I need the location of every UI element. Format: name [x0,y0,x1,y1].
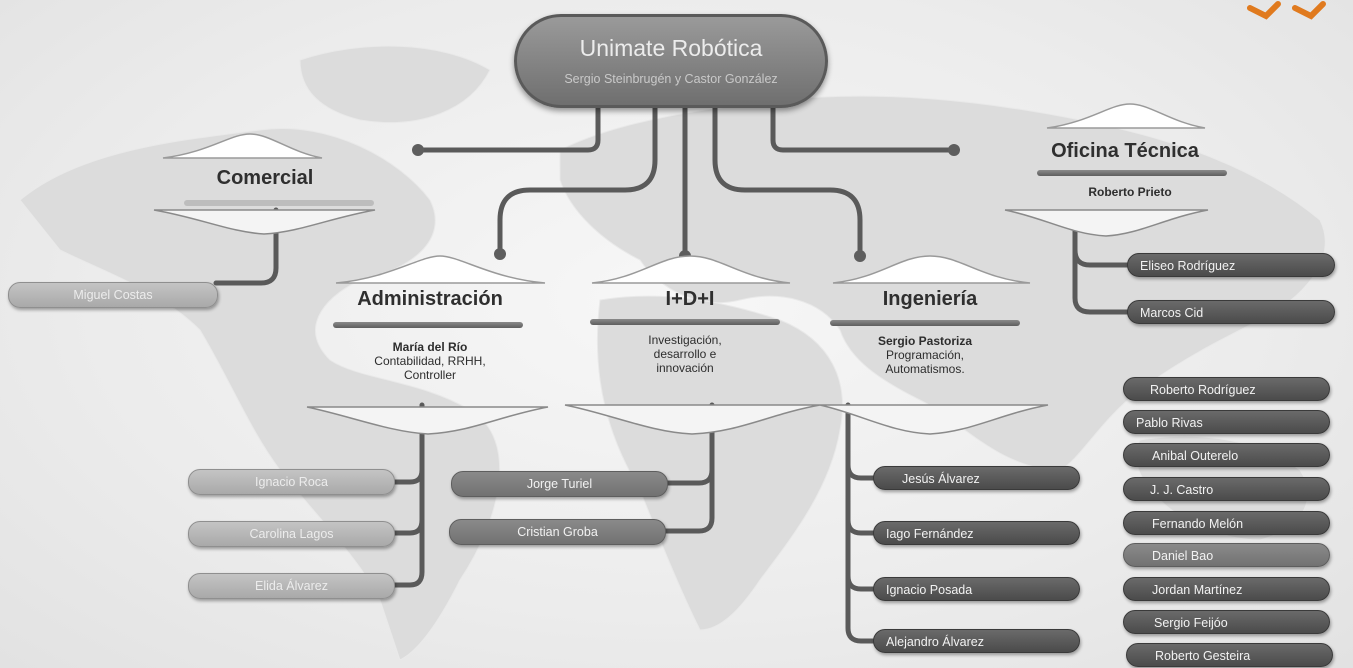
dept-administracion-title: Administración [357,288,503,310]
person-tecnico-8[interactable]: Sergio Feijóo [1123,610,1330,634]
person-tecnico-3[interactable]: Anibal Outerelo [1123,443,1330,467]
person-tecnico-9[interactable]: Roberto Gesteira [1126,643,1333,667]
person-tecnico-5[interactable]: Fernando Melón [1123,511,1330,535]
dept-ingenieria-bar [830,320,1020,326]
company-owners: Sergio Steinbrugén y Castor González [564,72,778,86]
department-bases [153,209,1209,435]
person-ingenieria-2[interactable]: Iago Fernández [873,521,1080,545]
person-administracion-2[interactable]: Carolina Lagos [188,521,395,547]
person-ingenieria-3[interactable]: Ignacio Posada [873,577,1080,601]
person-tecnico-6[interactable]: Daniel Bao [1123,543,1330,567]
dept-oficina-bar [1037,170,1227,176]
department-decorations [162,103,1206,284]
dept-comercial-title: Comercial [216,167,314,189]
dept-idi-desc: Investigación, desarrollo e innovación [648,333,722,375]
dept-comercial-bar [184,200,374,206]
dept-administracion-desc: María del Río Contabilidad, RRHH, Contro… [374,340,486,382]
person-tecnico-2[interactable]: Pablo Rivas [1123,410,1330,434]
connectors [213,105,1130,644]
person-administracion-1[interactable]: Ignacio Roca [188,469,395,495]
dept-ingenieria-title: Ingeniería [882,288,978,310]
person-tecnico-4[interactable]: J. J. Castro [1123,477,1330,501]
person-comercial-1[interactable]: Miguel Costas [8,282,218,308]
company-title: Unimate Robótica [579,35,763,61]
dept-idi-bar [590,319,780,325]
person-idi-2[interactable]: Cristian Groba [449,519,666,545]
person-administracion-3[interactable]: Elida Álvarez [188,573,395,599]
dept-oficina-lead: Roberto Prieto [1088,185,1172,199]
person-tecnico-1[interactable]: Roberto Rodríguez [1123,377,1330,401]
person-ingenieria-1[interactable]: Jesús Álvarez [873,466,1080,490]
person-idi-1[interactable]: Jorge Turiel [451,471,668,497]
person-tecnico-7[interactable]: Jordan Martínez [1123,577,1330,601]
person-oficina-1[interactable]: Eliseo Rodríguez [1127,253,1335,277]
person-ingenieria-4[interactable]: Alejandro Álvarez [873,629,1080,653]
dept-oficina-title: Oficina Técnica [1051,140,1199,162]
dept-idi-title: I+D+I [665,288,715,310]
corner-accent-icon [1247,1,1326,20]
dept-ingenieria-desc: Sergio Pastoriza Programación, Automatis… [877,334,973,376]
dept-administracion-bar [333,322,523,328]
company-header: Unimate Robótica Sergio Steinbrugén y Ca… [514,14,828,108]
connector-endpoints [412,144,960,262]
person-oficina-2[interactable]: Marcos Cid [1127,300,1335,324]
